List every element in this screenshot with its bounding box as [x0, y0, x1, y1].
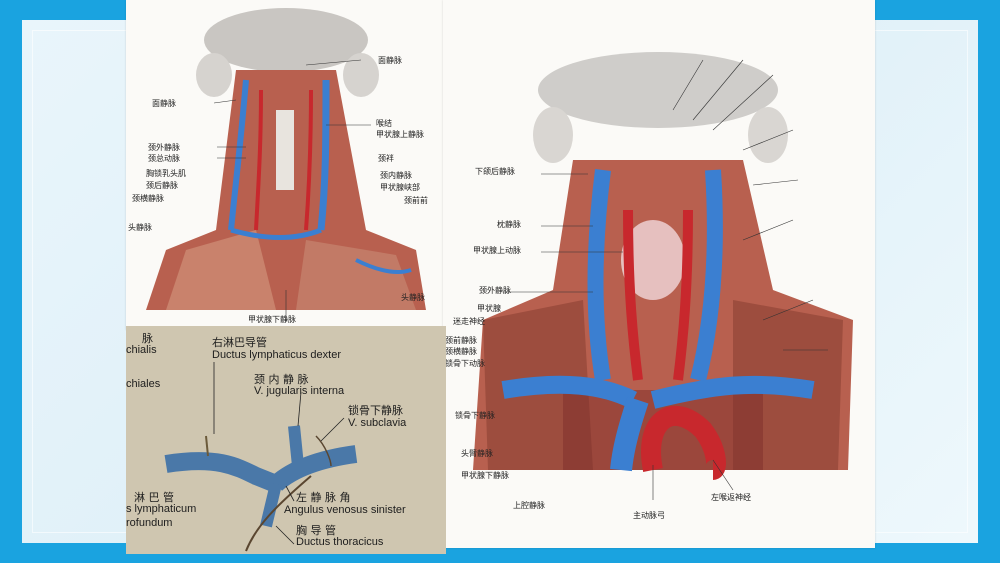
- model-vein-right: [164, 452, 280, 493]
- thyroid-gland: [621, 220, 685, 300]
- ear-right-2: [748, 107, 788, 163]
- duct-model-drawing: [164, 362, 358, 552]
- pectoral-left: [166, 230, 276, 310]
- trachea: [276, 110, 294, 190]
- label-left-recurrent-laryngeal: 左喉返神经: [711, 493, 751, 502]
- label-lymph-trunk-lat2: rofundum: [126, 517, 173, 529]
- left-neck-illustration: 面静脉 面静脉 喉结 甲状腺上静脉 颈外静脉 颈总动脉 颈袢 胸锁乳头肌 颈内静…: [126, 0, 443, 330]
- label-thoracic-duct-cn: 胸 导 管: [296, 524, 336, 537]
- model-jugular: [288, 425, 304, 467]
- label-lymph-trunk-cn: 淋 巴 管: [134, 491, 174, 504]
- label-facial-vein-left: 面静脉: [152, 99, 176, 108]
- artery-right: [304, 89, 313, 231]
- label-internal-jugular-lat: V. jugularis interna: [254, 385, 345, 397]
- vein-cephalic: [355, 258, 412, 274]
- label-laryngeal-prominence: 喉结: [376, 119, 392, 128]
- label-facial-vein-right: 面静脉: [378, 56, 402, 65]
- internal-jugular-right: [587, 169, 611, 382]
- label-sternocleidomastoid: 胸锁乳头肌: [146, 169, 186, 178]
- artery-left: [254, 89, 263, 231]
- head-shape: [538, 52, 778, 128]
- label-thyroid: 甲状腺: [477, 304, 501, 313]
- carotid-right: [623, 209, 643, 381]
- label-lymph-trunk-lat1: s lymphaticum: [126, 503, 197, 515]
- ear-left-2: [533, 107, 573, 163]
- vein-cross: [230, 227, 322, 240]
- label-superior-thyroid-vein: 甲状腺上静脉: [376, 130, 424, 139]
- label-brachiocephalic-vein: 头臂静脉: [461, 449, 493, 458]
- label-external-jugular-vein-2: 颈外静脉: [479, 286, 511, 295]
- label-top-left-cn: 脉: [142, 332, 153, 345]
- label-thyroid-isthmus: 甲状腺峡部: [380, 183, 420, 192]
- brachiocephalic-left: [650, 375, 815, 409]
- label-vagus-nerve: 迷走神经: [453, 317, 485, 326]
- label-transverse-cervical-vein: 颈横静脉: [132, 194, 164, 203]
- right-neck-drawing: [473, 52, 853, 500]
- label-right-lymph-duct-cn: 右淋巴导管: [212, 336, 267, 349]
- label-common-carotid-artery: 颈总动脉: [148, 154, 180, 163]
- vein-right: [317, 79, 330, 231]
- label-venous-angle-lat: Angulus venosus sinister: [284, 504, 406, 516]
- head-shape-left: [204, 8, 368, 72]
- model-brachiocephalic: [260, 482, 282, 528]
- label-cephalic-vein-left: 头静脉: [128, 223, 152, 232]
- label-top-left-lat1: chialis: [126, 344, 157, 356]
- label-internal-jugular-vein: 颈内静脉: [380, 171, 412, 180]
- superior-vena-cava: [610, 396, 649, 472]
- label-posterior-jugular-vein: 颈后静脉: [146, 181, 178, 190]
- lymphatic-duct-photo: 脉 chialis chiales 右淋巴导管 Ductus lymphatic…: [126, 326, 446, 554]
- label-thoracic-duct-lat: Ductus thoracicus: [296, 536, 384, 548]
- right-neck-illustration: 下颌后静脉 枕静脉 甲状腺上动脉 颈外静脉 甲状腺 迷走神经 颈前静脉 颈横静脉…: [443, 0, 875, 548]
- label-cephalic-vein-right: 头静脉: [401, 293, 425, 302]
- label-subclavian-vein: 锁骨下静脉: [455, 411, 495, 420]
- pectoral-right: [296, 240, 416, 310]
- label-right-lymph-duct-lat: Ductus lymphaticus dexter: [212, 349, 341, 361]
- label-inferior-thyroid-vein-2: 甲状腺下静脉: [461, 471, 509, 480]
- label-subclavian-lat: V. subclavia: [348, 417, 407, 429]
- label-subclavian-cn: 锁骨下静脉: [348, 404, 403, 417]
- label-venous-angle-cn: 左 静 脉 角: [296, 491, 351, 504]
- vein-left: [228, 79, 249, 231]
- internal-jugular-left: [690, 169, 723, 382]
- carotid-left: [673, 209, 693, 381]
- aortic-arch: [641, 405, 726, 480]
- ear-left: [196, 53, 232, 97]
- ear-right: [343, 53, 379, 97]
- label-ansa-cervicalis: 颈袢: [378, 154, 394, 163]
- label-anterior-jugular-vein: 颈前静脉: [445, 336, 477, 345]
- model-vein-left: [269, 445, 358, 491]
- label-occipital-vein: 枕静脉: [497, 220, 521, 229]
- label-transverse-cervical-vein-2: 颈横静脉: [445, 347, 477, 356]
- brachiocephalic-right: [501, 375, 638, 409]
- left-neck-drawing: [146, 8, 426, 322]
- label-superior-vena-cava: 上腔静脉: [513, 501, 545, 510]
- label-inferior-thyroid-vein: 甲状腺下静脉: [248, 315, 296, 324]
- label-internal-jugular-cn: 颈 内 静 脉: [254, 373, 309, 386]
- label-aortic-arch: 主动脉弓: [633, 511, 665, 520]
- label-subclavian-artery: 锁骨下动脉: [445, 359, 485, 368]
- thoracic-duct-line: [245, 475, 312, 552]
- label-superior-thyroid-artery: 甲状腺上动脉: [473, 246, 521, 255]
- label-external-jugular-vein: 颈外静脉: [148, 143, 180, 152]
- label-retromandibular-vein: 下颌后静脉: [475, 167, 515, 176]
- label-top-left-lat2: chiales: [126, 378, 161, 390]
- label-anterior-jugular: 颈前前: [404, 196, 428, 205]
